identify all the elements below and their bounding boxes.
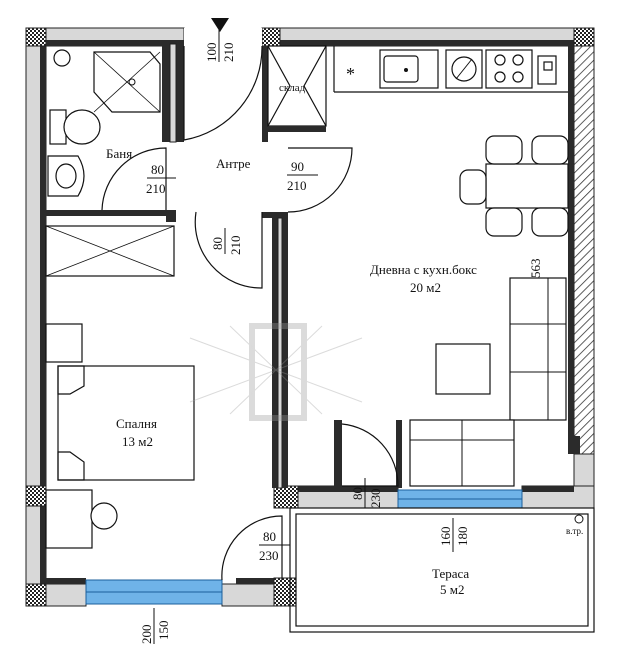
column-top-left (25, 27, 47, 47)
entry-arrow-icon (211, 18, 229, 32)
living-window-width: 160 (438, 527, 453, 547)
bedroom-area: 13 м2 (122, 434, 153, 449)
storage-closet (267, 45, 327, 132)
bed-door-width: 80 (210, 237, 225, 250)
terrace-outline (289, 507, 595, 633)
nightstand-top (45, 323, 83, 363)
vent-label: в.тр. (566, 526, 583, 536)
interior-walls (46, 43, 580, 489)
storage-label: склад (279, 82, 306, 94)
column-mid-left (25, 485, 47, 507)
entry-door-height: 210 (221, 43, 236, 63)
bed (57, 365, 195, 481)
nightstand-bottom (45, 489, 93, 549)
vent-icon (574, 514, 584, 524)
living-balcony-door (341, 423, 399, 487)
hall-label: Антре (216, 156, 251, 171)
living-balcony-door-height: 230 (368, 489, 383, 509)
column-top-right (573, 27, 595, 47)
living-label: Дневна с кухн.бокс (370, 262, 477, 277)
kitchen (333, 46, 568, 93)
bed-balcony-door-height: 230 (259, 548, 279, 563)
hall-door-width: 90 (291, 159, 304, 174)
bedroom-furniture (45, 225, 283, 581)
bed-window-width: 200 (139, 625, 154, 645)
living-door-swing (287, 147, 353, 213)
bedroom-balcony-door (221, 515, 283, 581)
bathroom-label: Баня (106, 146, 132, 161)
right-wall (573, 45, 595, 455)
bath-door-width: 80 (151, 162, 164, 177)
hall-door-height: 210 (287, 178, 307, 193)
bedroom-label: Спалня (116, 416, 157, 431)
entry-door (183, 18, 263, 141)
living-area: 20 м2 (410, 280, 441, 295)
terrace-area: 5 м2 (440, 582, 464, 597)
column-bottom-mid (273, 485, 299, 509)
terrace-label: Тераса (432, 566, 469, 581)
living-window-height: 180 (455, 527, 470, 547)
bathroom-fixtures (47, 49, 167, 211)
bed-window-height: 150 (156, 621, 171, 641)
fraction-lines (147, 26, 454, 644)
bedroom-door-swing (194, 211, 263, 289)
living-furniture (409, 277, 567, 487)
dining-table (459, 135, 569, 237)
column-top-mid (261, 27, 281, 47)
wall-length: 563 (528, 259, 543, 279)
column-bottom-left (25, 583, 47, 607)
bath-door-height: 210 (146, 181, 166, 196)
living-balcony-door-width: 80 (350, 487, 365, 500)
stove-icon (485, 49, 533, 89)
watermark (189, 323, 363, 421)
entry-door-width: 100 (204, 43, 219, 63)
outer-walls (25, 27, 595, 607)
bed-door-height: 210 (228, 236, 243, 256)
vent-mark: * (346, 64, 355, 84)
bed-balcony-door-width: 80 (263, 529, 276, 544)
